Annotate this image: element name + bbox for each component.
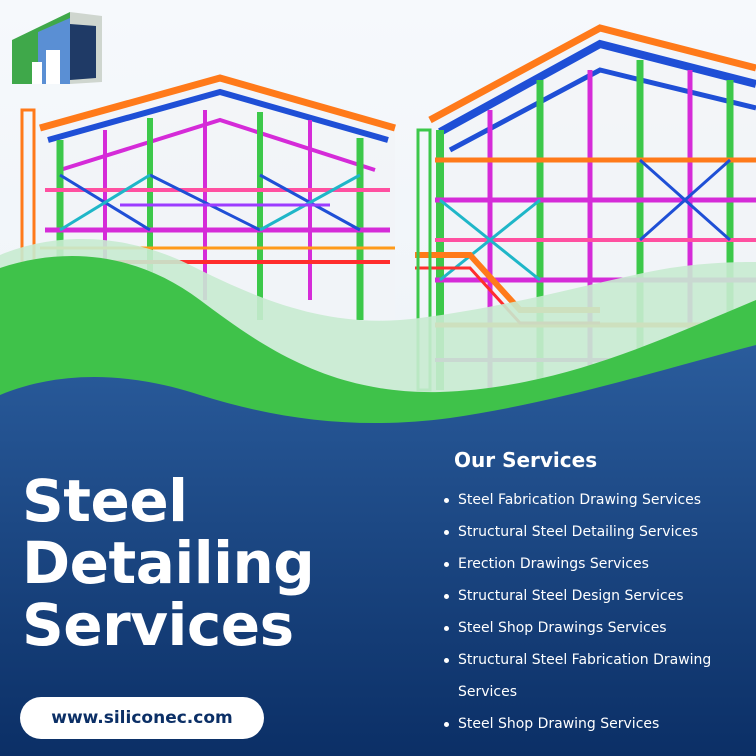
services-list: Steel Fabrication Drawing Services Struc… xyxy=(444,484,744,740)
services-title: Our Services xyxy=(454,448,598,472)
service-item: Structural Steel Detailing Services xyxy=(444,516,744,548)
headline: Steel Detailing Services xyxy=(22,467,315,659)
headline-line-2: Detailing xyxy=(22,529,315,597)
blue-panel xyxy=(0,345,756,756)
headline-line-1: Steel xyxy=(22,467,188,535)
service-item: Erection Drawings Services xyxy=(444,548,744,580)
headline-line-3: Services xyxy=(22,591,294,659)
service-item: Structural Steel Fabrication Drawing Ser… xyxy=(444,644,744,708)
service-item: Steel Fabrication Drawing Services xyxy=(444,484,744,516)
service-item: Steel Shop Drawing Services xyxy=(444,708,744,740)
service-item: Structural Steel Design Services xyxy=(444,580,744,612)
service-item: Steel Shop Drawings Services xyxy=(444,612,744,644)
website-link[interactable]: www.siliconec.com xyxy=(20,697,264,739)
siliconec-logo-icon xyxy=(12,12,102,84)
